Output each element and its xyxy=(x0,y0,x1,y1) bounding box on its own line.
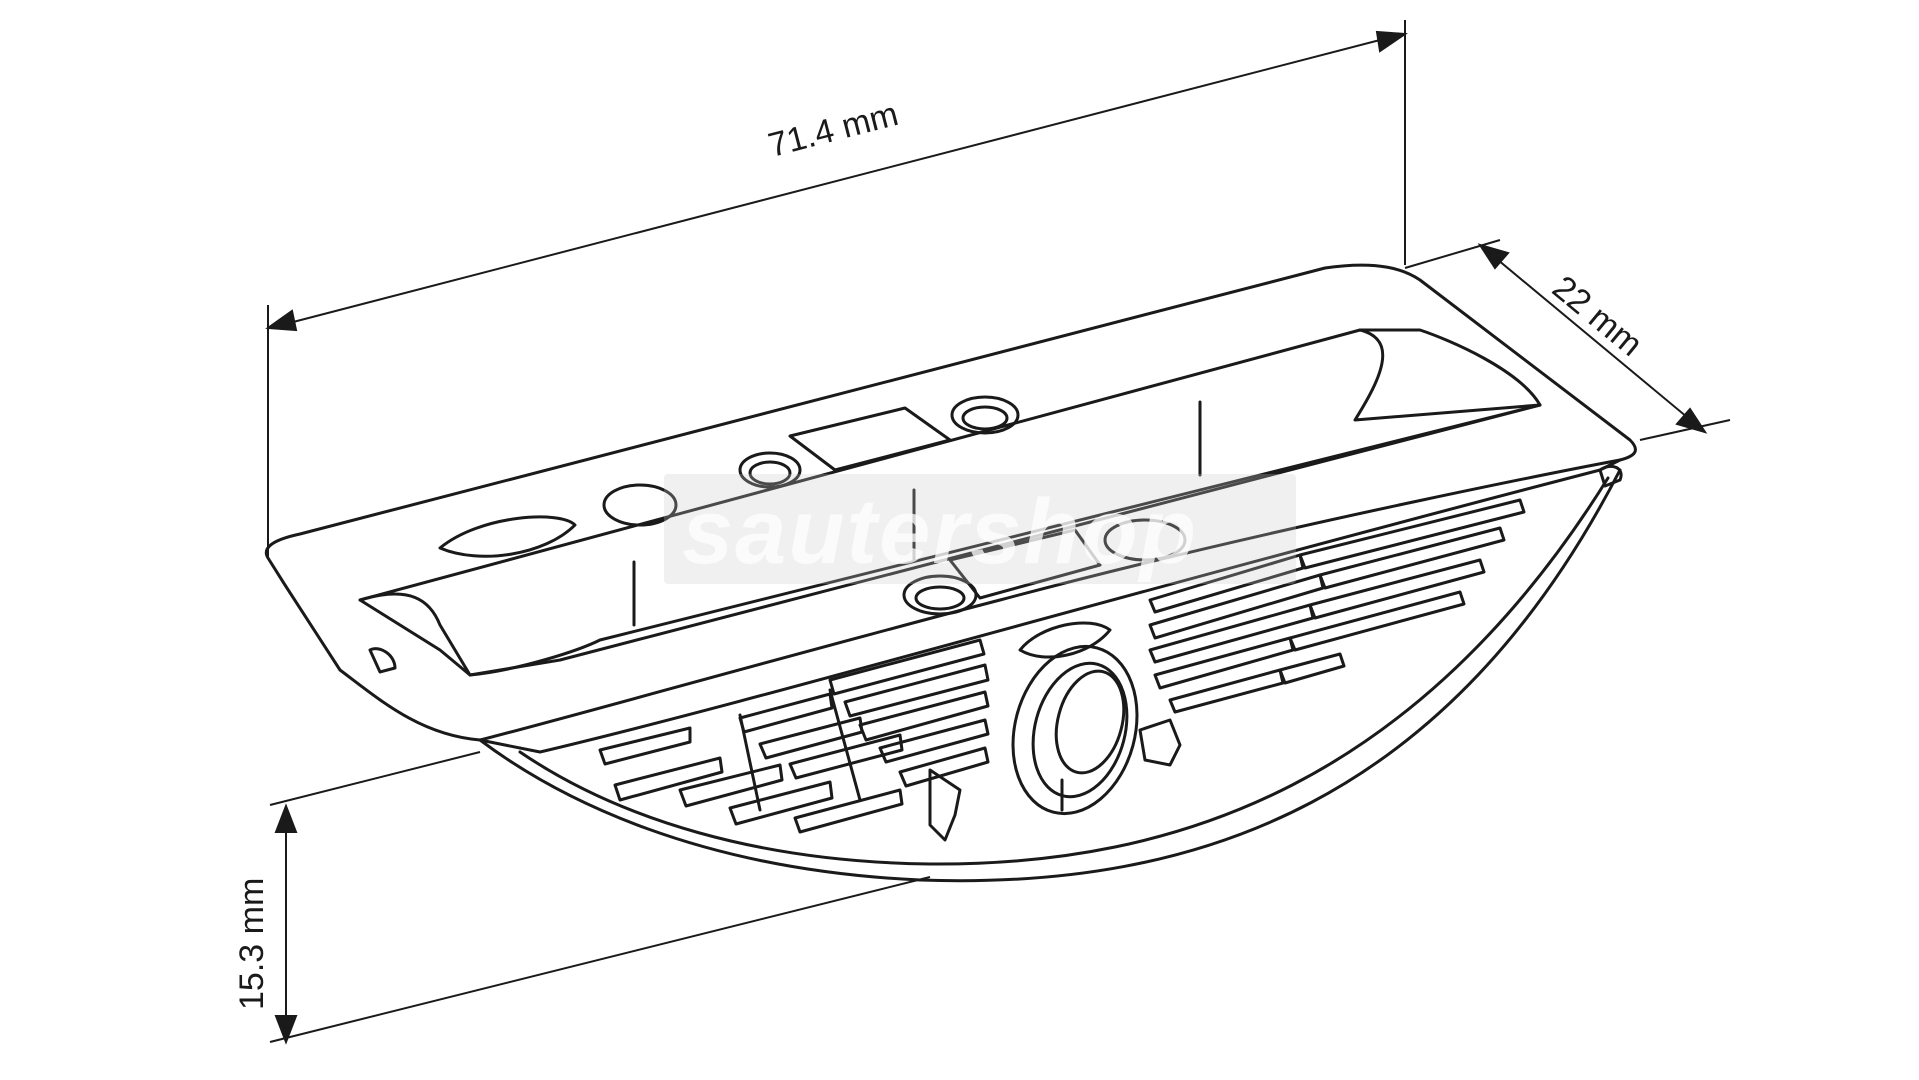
arrow-width-top xyxy=(1477,243,1510,270)
clip-tab-right xyxy=(1138,718,1182,767)
hole-round-2 xyxy=(738,451,802,489)
hole-round-3 xyxy=(950,395,1020,435)
hole-round-5-inner xyxy=(914,585,966,611)
dimension-line-length xyxy=(269,33,1404,329)
arrow-height-bottom xyxy=(274,1015,298,1045)
hole-oval-center xyxy=(1018,621,1112,659)
inner-channel-wall xyxy=(468,403,1542,677)
hole-round-4 xyxy=(1103,518,1187,562)
channel-right-end xyxy=(1353,328,1542,422)
end-notch-left xyxy=(368,647,397,674)
round-boss-inner xyxy=(1054,669,1126,775)
hole-round-2-inner xyxy=(748,460,792,486)
extension-line-width-a xyxy=(1404,239,1501,269)
clip-tab-left xyxy=(928,768,962,842)
hole-square-2 xyxy=(948,528,1102,600)
watermark: sautershop xyxy=(664,474,1296,584)
watermark-text: sautershop xyxy=(682,481,1198,583)
arrow-height-top xyxy=(274,803,298,833)
inner-channel xyxy=(358,328,1542,677)
lip-edge xyxy=(478,458,1622,754)
dimension-label-height: 15.3 mm xyxy=(233,877,271,1010)
bottom-curve-inner xyxy=(518,476,1610,866)
left-grill-slats xyxy=(598,638,990,834)
end-notch-right xyxy=(1598,464,1623,488)
hole-oval-left xyxy=(438,515,577,558)
extension-line-width-b xyxy=(1639,419,1731,441)
dimension-line-width xyxy=(1479,244,1706,433)
extension-line-height-top xyxy=(269,751,481,806)
hole-square-1 xyxy=(788,406,952,472)
arrow-length-right xyxy=(1375,30,1408,53)
round-boss-outer xyxy=(1011,644,1139,816)
round-boss-mid xyxy=(1031,661,1129,799)
extension-line-height-bottom xyxy=(269,876,931,1043)
bottom-curve xyxy=(478,468,1622,883)
hole-round-1 xyxy=(602,483,678,527)
hole-round-3-inner xyxy=(961,405,1009,431)
channel-left-end xyxy=(358,592,472,677)
arrow-length-left xyxy=(265,309,298,332)
right-grill-slats xyxy=(1148,498,1526,714)
arrow-width-bottom xyxy=(1675,407,1708,434)
